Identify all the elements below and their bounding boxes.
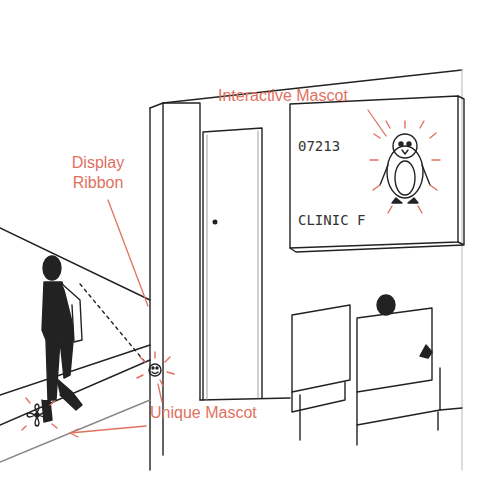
callout-label: Display Ribbon (52, 153, 144, 193)
penguin-mascot (380, 134, 430, 203)
screen-text: CLINIC F (298, 212, 365, 228)
callout-label: Unique Mascot (150, 403, 257, 423)
wall-line (461, 70, 462, 470)
highlight-burst (137, 352, 174, 386)
door-handle (213, 220, 217, 224)
screen-text: 07213 (298, 138, 340, 154)
door (207, 131, 258, 400)
screen-panel (290, 96, 458, 248)
flower-mascot (27, 404, 47, 426)
ribbon-line (0, 360, 150, 425)
smiley-mascot (149, 364, 161, 376)
pillar (150, 103, 200, 400)
ribbon-line (0, 228, 150, 300)
highlight-burst (22, 398, 57, 430)
chairs (292, 295, 440, 445)
person (42, 256, 82, 422)
door (203, 128, 262, 400)
callout-label: Interactive Mascot (218, 86, 348, 106)
highlight-burst (370, 121, 440, 213)
screen-panel (290, 96, 464, 252)
gaze-line (80, 284, 145, 362)
